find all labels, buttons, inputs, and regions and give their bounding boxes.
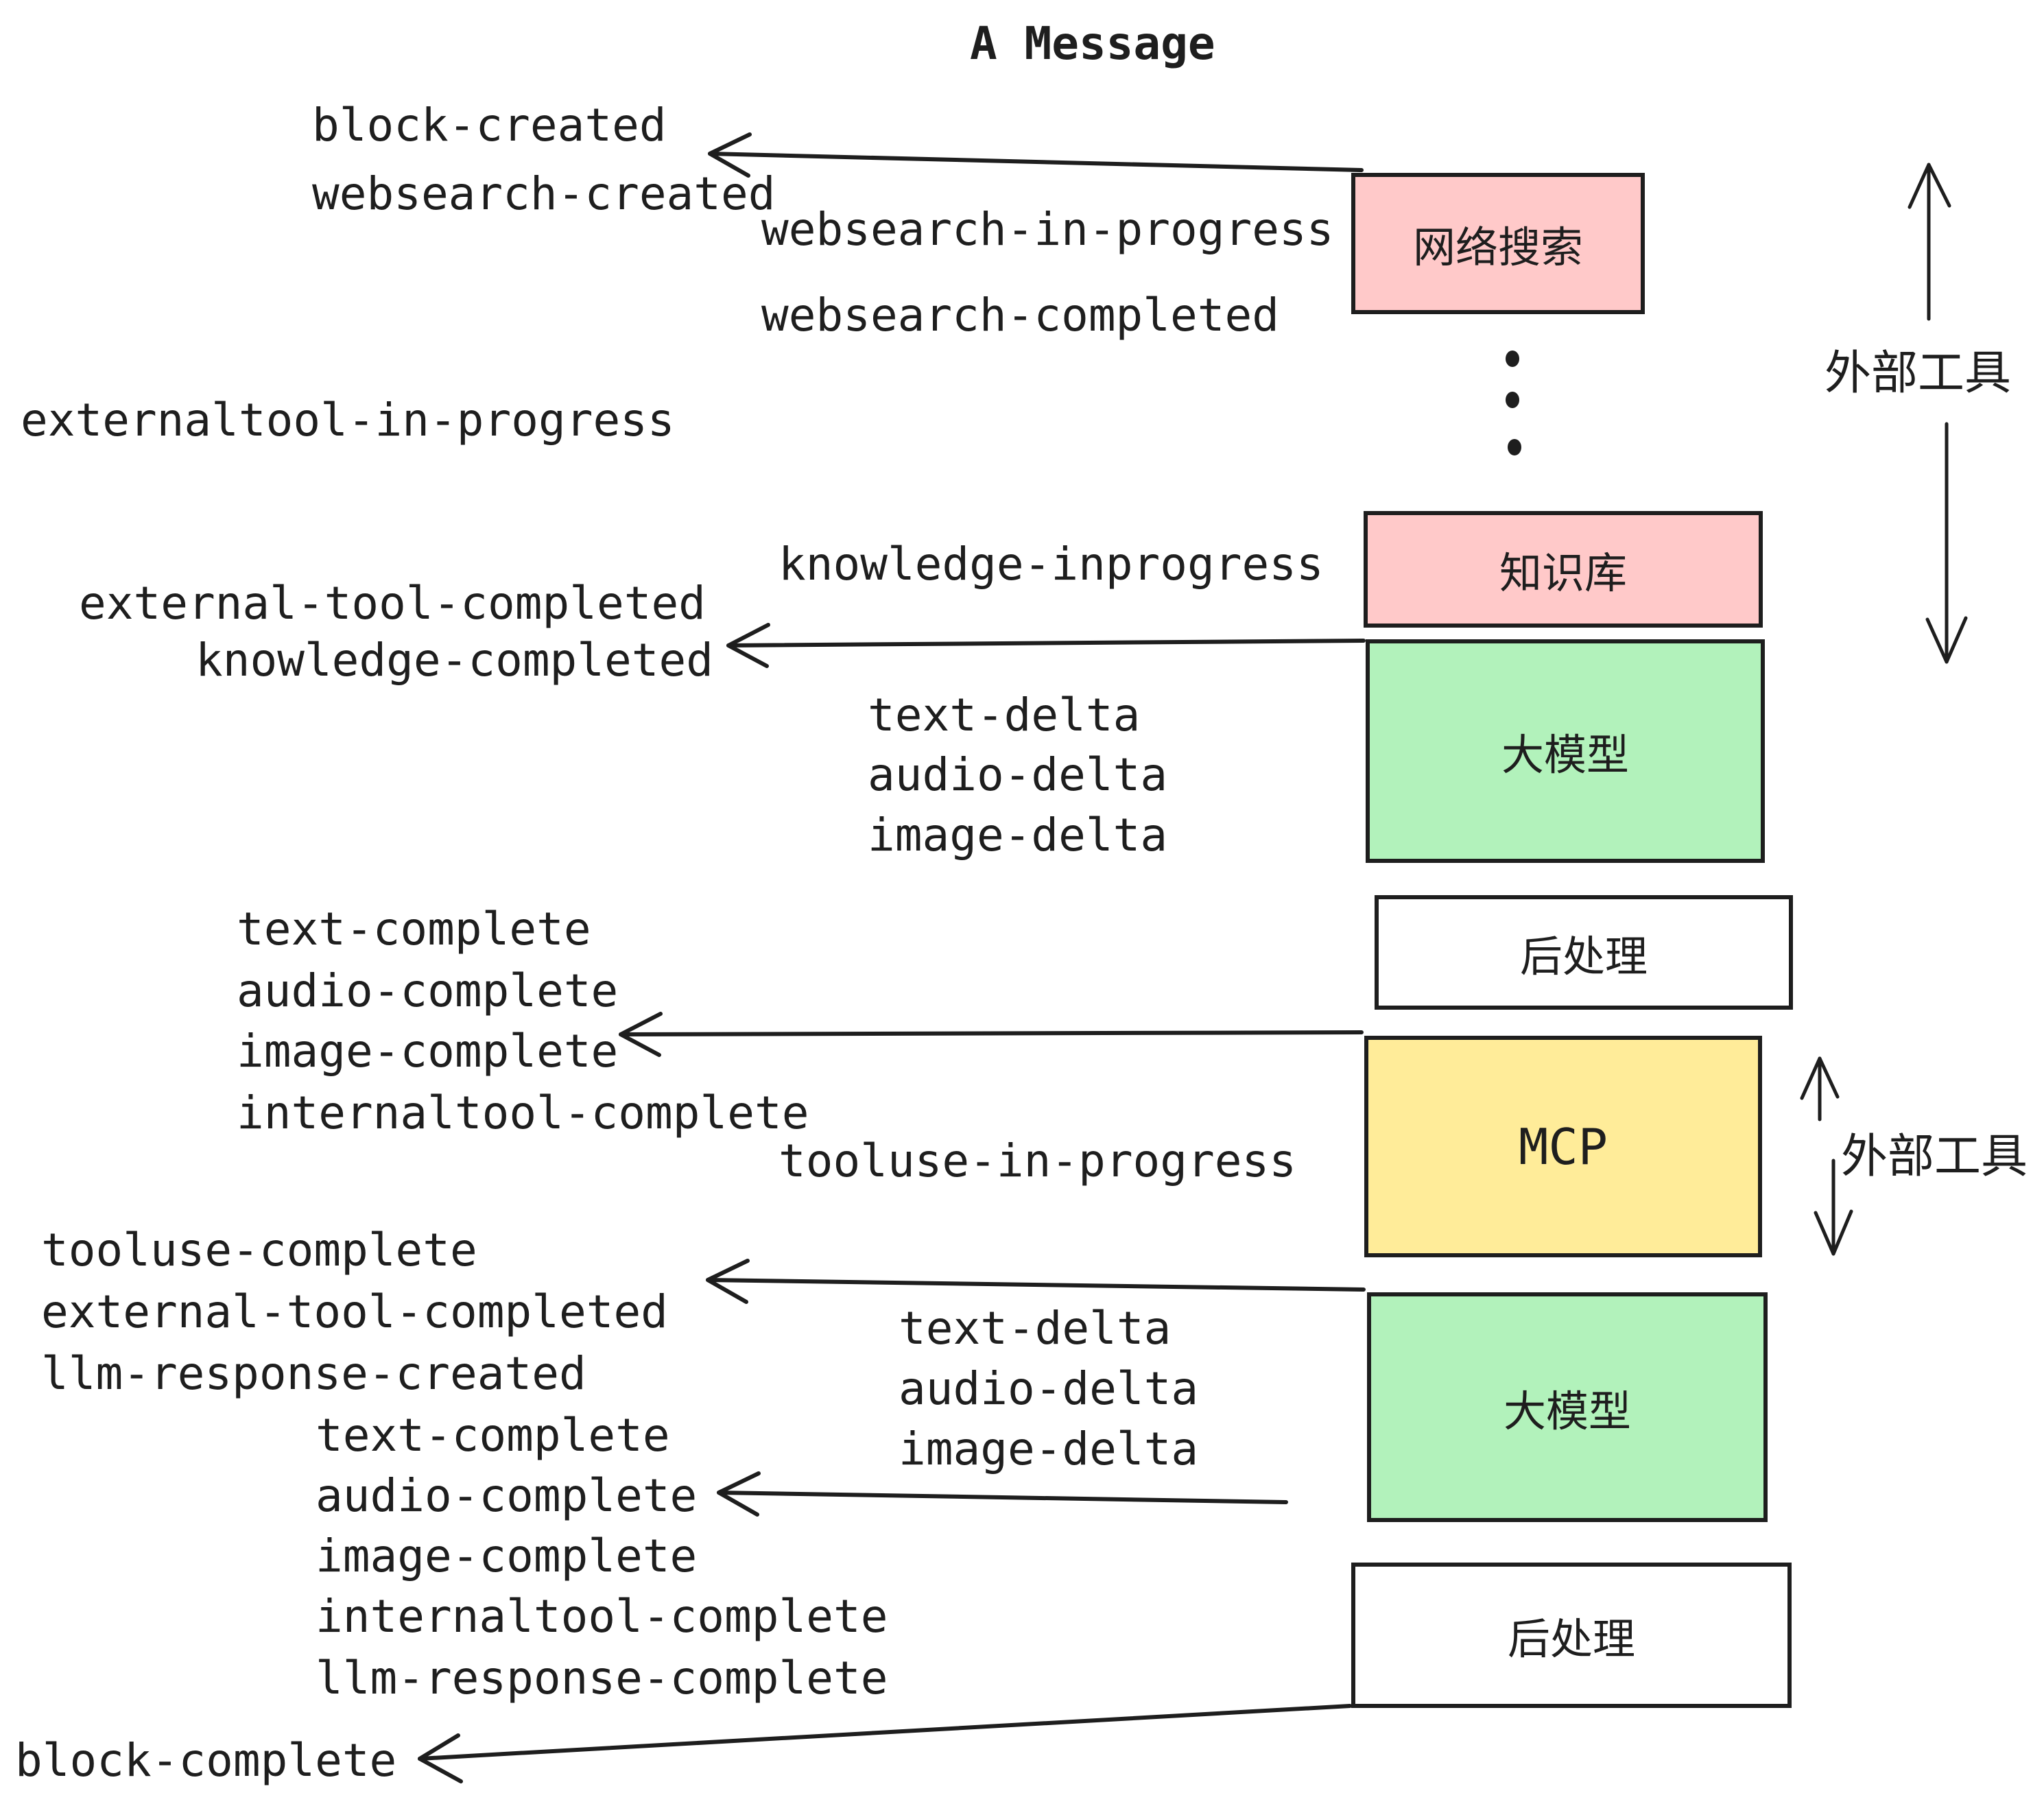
box-mcp-label: MCP [1518,1117,1608,1176]
arrow-to-block-complete [418,1704,1352,1783]
event-label-text-delta-2: text-delta [899,1302,1172,1355]
ellipsis-dot-2 [1506,392,1519,408]
external-tools-top-down-arrow [1925,422,1968,664]
event-label-text-complete-2: text-complete [316,1409,670,1462]
external-tools-top-up-arrow [1908,163,1951,321]
diagram-title: A Message [970,17,1215,70]
ellipsis-dot-1 [1506,351,1519,367]
event-label-externaltool-in-progress: externaltool-in-progress [21,394,675,447]
event-label-knowledge-completed: knowledge-completed [195,634,713,687]
box-llm-1: 大模型 [1366,639,1765,863]
box-llm-1-label: 大模型 [1501,730,1629,780]
event-label-external-tool-completed-2: external-tool-completed [41,1285,668,1338]
box-postprocess-1: 后处理 [1375,895,1793,1010]
arrow-to-audio-complete [717,1471,1288,1517]
arrow-to-knowledge-completed [726,623,1366,668]
event-label-block-created: block-created [312,99,667,152]
ellipsis-dot-3 [1508,439,1521,455]
event-label-llm-response-complete: llm-response-complete [316,1652,888,1705]
event-label-llm-response-created: llm-response-created [41,1347,586,1400]
event-label-websearch-created: websearch-created [312,167,776,220]
arrow-to-external-tool-completed [706,1259,1366,1304]
box-postprocess-2-label: 后处理 [1507,1614,1635,1664]
event-label-image-delta-2: image-delta [899,1423,1199,1475]
event-label-audio-delta-1: audio-delta [868,748,1168,801]
event-label-external-tool-completed-1: external-tool-completed [79,577,706,630]
arrow-to-websearch-created [708,132,1364,178]
event-label-audio-complete-1: audio-complete [237,964,619,1017]
event-label-text-delta-1: text-delta [868,689,1141,741]
event-label-knowledge-inprogress: knowledge-inprogress [779,538,1324,591]
event-label-image-delta-1: image-delta [868,809,1168,862]
event-label-image-complete-2: image-complete [316,1530,698,1582]
event-label-audio-delta-2: audio-delta [899,1362,1199,1415]
box-llm-2: 大模型 [1367,1292,1768,1522]
box-websearch: 网络搜索 [1351,173,1645,314]
box-knowledge-label: 知识库 [1499,548,1627,598]
external-tools-label-top: 外部工具 [1825,346,2012,401]
event-label-audio-complete-2: audio-complete [316,1469,698,1522]
box-websearch-label: 网络搜索 [1412,222,1583,272]
event-label-tooluse-in-progress: tooluse-in-progress [779,1135,1296,1187]
arrow-to-image-complete [619,1012,1364,1057]
box-mcp: MCP [1364,1036,1762,1257]
event-label-image-complete-1: image-complete [237,1025,619,1078]
event-label-internaltool-complete-1: internaltool-complete [237,1087,809,1139]
event-label-tooluse-complete: tooluse-complete [41,1224,477,1277]
event-label-block-complete: block-complete [15,1734,397,1787]
event-label-internaltool-complete-2: internaltool-complete [316,1590,888,1643]
box-postprocess-2: 后处理 [1351,1563,1792,1708]
box-postprocess-1-label: 后处理 [1519,931,1648,982]
box-knowledge: 知识库 [1364,511,1763,628]
box-llm-2-label: 大模型 [1503,1386,1631,1436]
event-label-text-complete-1: text-complete [237,903,591,956]
event-label-websearch-completed: websearch-completed [761,289,1279,342]
event-label-websearch-in-progress: websearch-in-progress [761,203,1334,256]
external-tools-label-mcp: 外部工具 [1841,1130,2028,1184]
external-tools-mcp-up-arrow [1800,1056,1840,1121]
